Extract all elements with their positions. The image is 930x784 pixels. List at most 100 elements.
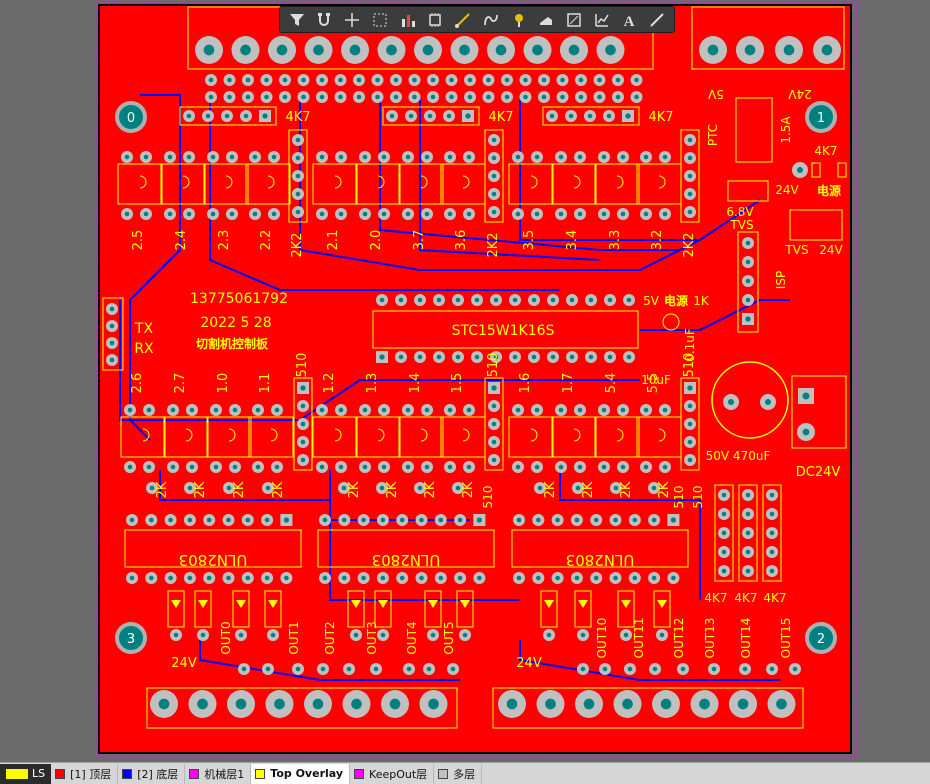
line-tool-button[interactable] [646,9,668,31]
pad-drill [577,211,583,217]
pad-drill [662,211,668,217]
pad-drill [430,77,436,83]
pad-drill [449,77,454,83]
diode-symbol [544,600,554,608]
pad-drill [412,94,417,100]
diode-outline [194,590,212,628]
pad-drill [379,354,385,360]
mcu-outline [372,310,639,349]
layer-tab-1[interactable]: [2] 底层 [118,763,186,784]
pad-drill [301,77,306,83]
pad-drill [127,464,133,470]
opto-notch [616,428,624,442]
arc-tool-button[interactable] [480,9,502,31]
pad-drill [124,211,130,217]
pad-drill [516,575,522,581]
layer-color-swatch [255,768,266,779]
pad-drill [620,154,626,160]
pad-drill [338,94,343,100]
pad-drill [662,407,668,413]
pad-drill [687,439,693,445]
pad-drill [455,485,461,491]
select-rect-tool-button[interactable] [369,9,391,31]
wire-tool-button[interactable] [452,9,474,31]
pad-drill [405,154,411,160]
diode-outline [653,590,671,628]
pad-drill [660,698,672,710]
layer-tab-3[interactable]: Top Overlay [251,763,351,784]
pin-tool-button[interactable] [508,9,530,31]
pad-drill [687,137,693,143]
mount-hole-label: 0 [127,111,135,126]
text-tool-button[interactable]: A [618,9,640,31]
graph-tool-button[interactable] [591,9,613,31]
pad-drill [495,44,507,56]
pad-drill [764,398,772,406]
optocoupler-outline [203,163,249,205]
optocoupler-outline [312,416,358,458]
pad-drill [532,44,543,56]
layer-tab-2[interactable]: 机械层1 [185,763,252,784]
layer-color-swatch [354,768,365,779]
filter-tool-button[interactable] [286,9,308,31]
pad-drill [412,77,417,83]
pad-drill [408,113,414,119]
sip-outline [738,484,758,582]
cross-tool-button[interactable] [341,9,363,31]
diode-symbol [171,600,181,608]
optocoupler-outline [206,416,252,458]
pad-drill [167,154,173,160]
layer-tab-0[interactable]: [1] 顶层 [51,763,119,784]
pad-drill [264,575,270,581]
pad-drill [417,354,423,360]
pad-drill [375,94,380,100]
pad-drill [491,421,497,427]
pad-drill [295,666,301,672]
cap-01uf-label: 0.1uF [683,328,697,362]
pad-drill [430,632,436,638]
pad-drill [687,403,693,409]
component-tool-button[interactable] [424,9,446,31]
layer-set-tab[interactable]: LS [0,763,52,784]
diode-outline [347,590,365,628]
output-label: OUT13 [703,618,717,659]
layer-tab-4[interactable]: KeepOut层 [350,763,435,784]
output-label: OUT11 [632,618,646,659]
pad-drill [821,44,833,56]
pad-drill [744,44,756,56]
fill-tool-button[interactable] [535,9,557,31]
pad-drill [491,137,497,143]
rect-icon [567,12,581,27]
pad-drill [613,517,618,523]
pad-drill [393,77,399,83]
pad-drill [491,385,497,391]
pad-drill [578,94,584,100]
optocoupler-outline [245,163,291,205]
layer-color-swatch [438,768,449,779]
uln-label: ULN2803 [372,551,441,569]
layer-tab-5[interactable]: 多层 [434,763,483,784]
pad-drill [245,77,251,83]
output-label: OUT3 [365,621,379,654]
bar-chart-tool-button[interactable] [397,9,419,31]
route-tool-button[interactable] [314,9,336,31]
pad-drill [109,340,115,346]
svg-text:A: A [624,14,635,29]
bottom-trace [559,470,701,600]
input-label: 2.0 [369,230,384,251]
r510-label: 510 [691,486,705,509]
pad-drill [232,464,238,470]
optocoupler-outline [355,163,401,205]
pad-drill [379,485,385,491]
resistor-2k-label: 2K [232,481,247,498]
pad-drill [245,517,251,523]
pad-drill [577,407,583,413]
pad-drill [577,464,583,470]
pad-drill [558,211,564,217]
pad-drill [459,44,470,56]
rect-tool-button[interactable] [563,9,585,31]
diode-outline [374,590,392,628]
pad-drill [405,407,411,413]
